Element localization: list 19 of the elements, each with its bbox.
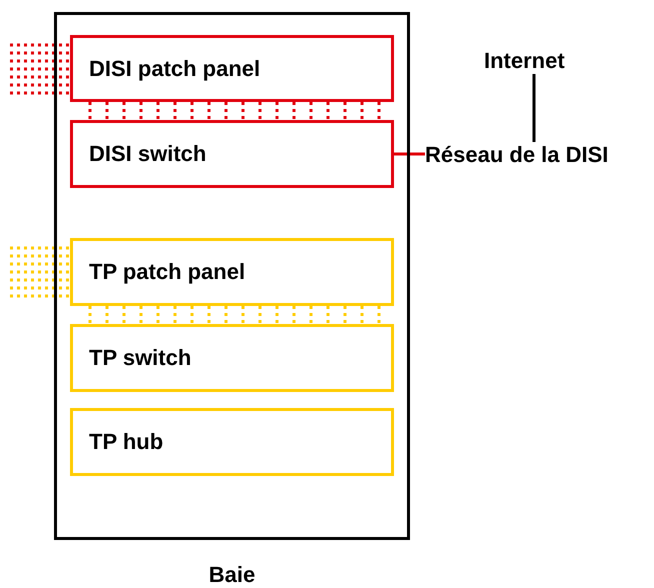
cable-bundle [8,246,72,298]
cable-bundle [88,100,380,122]
cable-bundle [88,304,380,326]
connector-line [394,152,425,156]
rack-device-box [70,35,394,102]
network-label: Internet [484,48,565,74]
rack-label: Baie [208,562,256,588]
network-label: Réseau de la DISI [425,142,608,168]
device-label: TP patch panel [89,259,246,285]
rack-device-box [70,324,394,392]
device-label: TP hub [89,429,164,455]
device-label: DISI switch [89,141,206,167]
rack-device-box [70,120,394,188]
connector-line [532,74,536,142]
rack-device-box [70,238,394,306]
cable-bundle [8,44,72,94]
device-label: TP switch [89,345,192,371]
device-label: DISI patch panel [89,56,260,82]
rack-device-box [70,408,394,476]
